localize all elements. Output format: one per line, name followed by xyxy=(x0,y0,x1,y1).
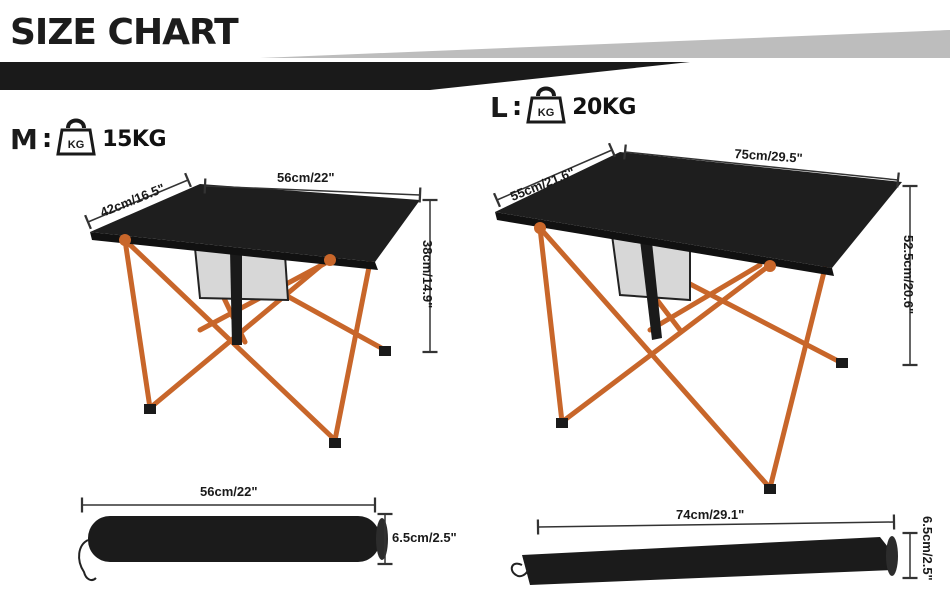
table-medium xyxy=(90,184,420,448)
kettlebell-kg-icon: KG xyxy=(526,84,567,130)
bag-length-large: 74cm/29.1" xyxy=(676,507,745,522)
size-letter-large: L xyxy=(490,90,508,124)
kg-icon-text: KG xyxy=(68,139,85,151)
weight-capacity-medium: 15KG xyxy=(102,126,167,152)
table-large xyxy=(495,152,902,494)
size-colon-large: : xyxy=(511,92,523,122)
bag-diameter-medium: 6.5cm/2.5" xyxy=(392,530,457,545)
size-letter-medium: M xyxy=(10,122,38,156)
size-label-large: L : KG 20KG xyxy=(490,84,636,130)
dim-height-medium: 38cm/14.9" xyxy=(420,240,435,309)
dim-height-large: 52.5cm/20.6" xyxy=(901,235,916,315)
dim-width-medium: 56cm/22" xyxy=(277,170,335,185)
header-banner xyxy=(0,30,950,90)
carry-bag-medium xyxy=(78,497,393,581)
size-colon-medium: : xyxy=(41,124,53,154)
size-label-medium: M : KG 15KG xyxy=(10,116,167,162)
page-title: SIZE CHART xyxy=(10,12,239,53)
bag-length-medium: 56cm/22" xyxy=(200,484,258,499)
kg-icon-text: KG xyxy=(538,107,555,119)
carry-bag-large xyxy=(510,514,918,585)
bag-diameter-large: 6.5cm/2.5" xyxy=(920,516,935,581)
kettlebell-kg-icon: KG xyxy=(56,116,97,162)
weight-capacity-large: 20KG xyxy=(572,94,636,120)
